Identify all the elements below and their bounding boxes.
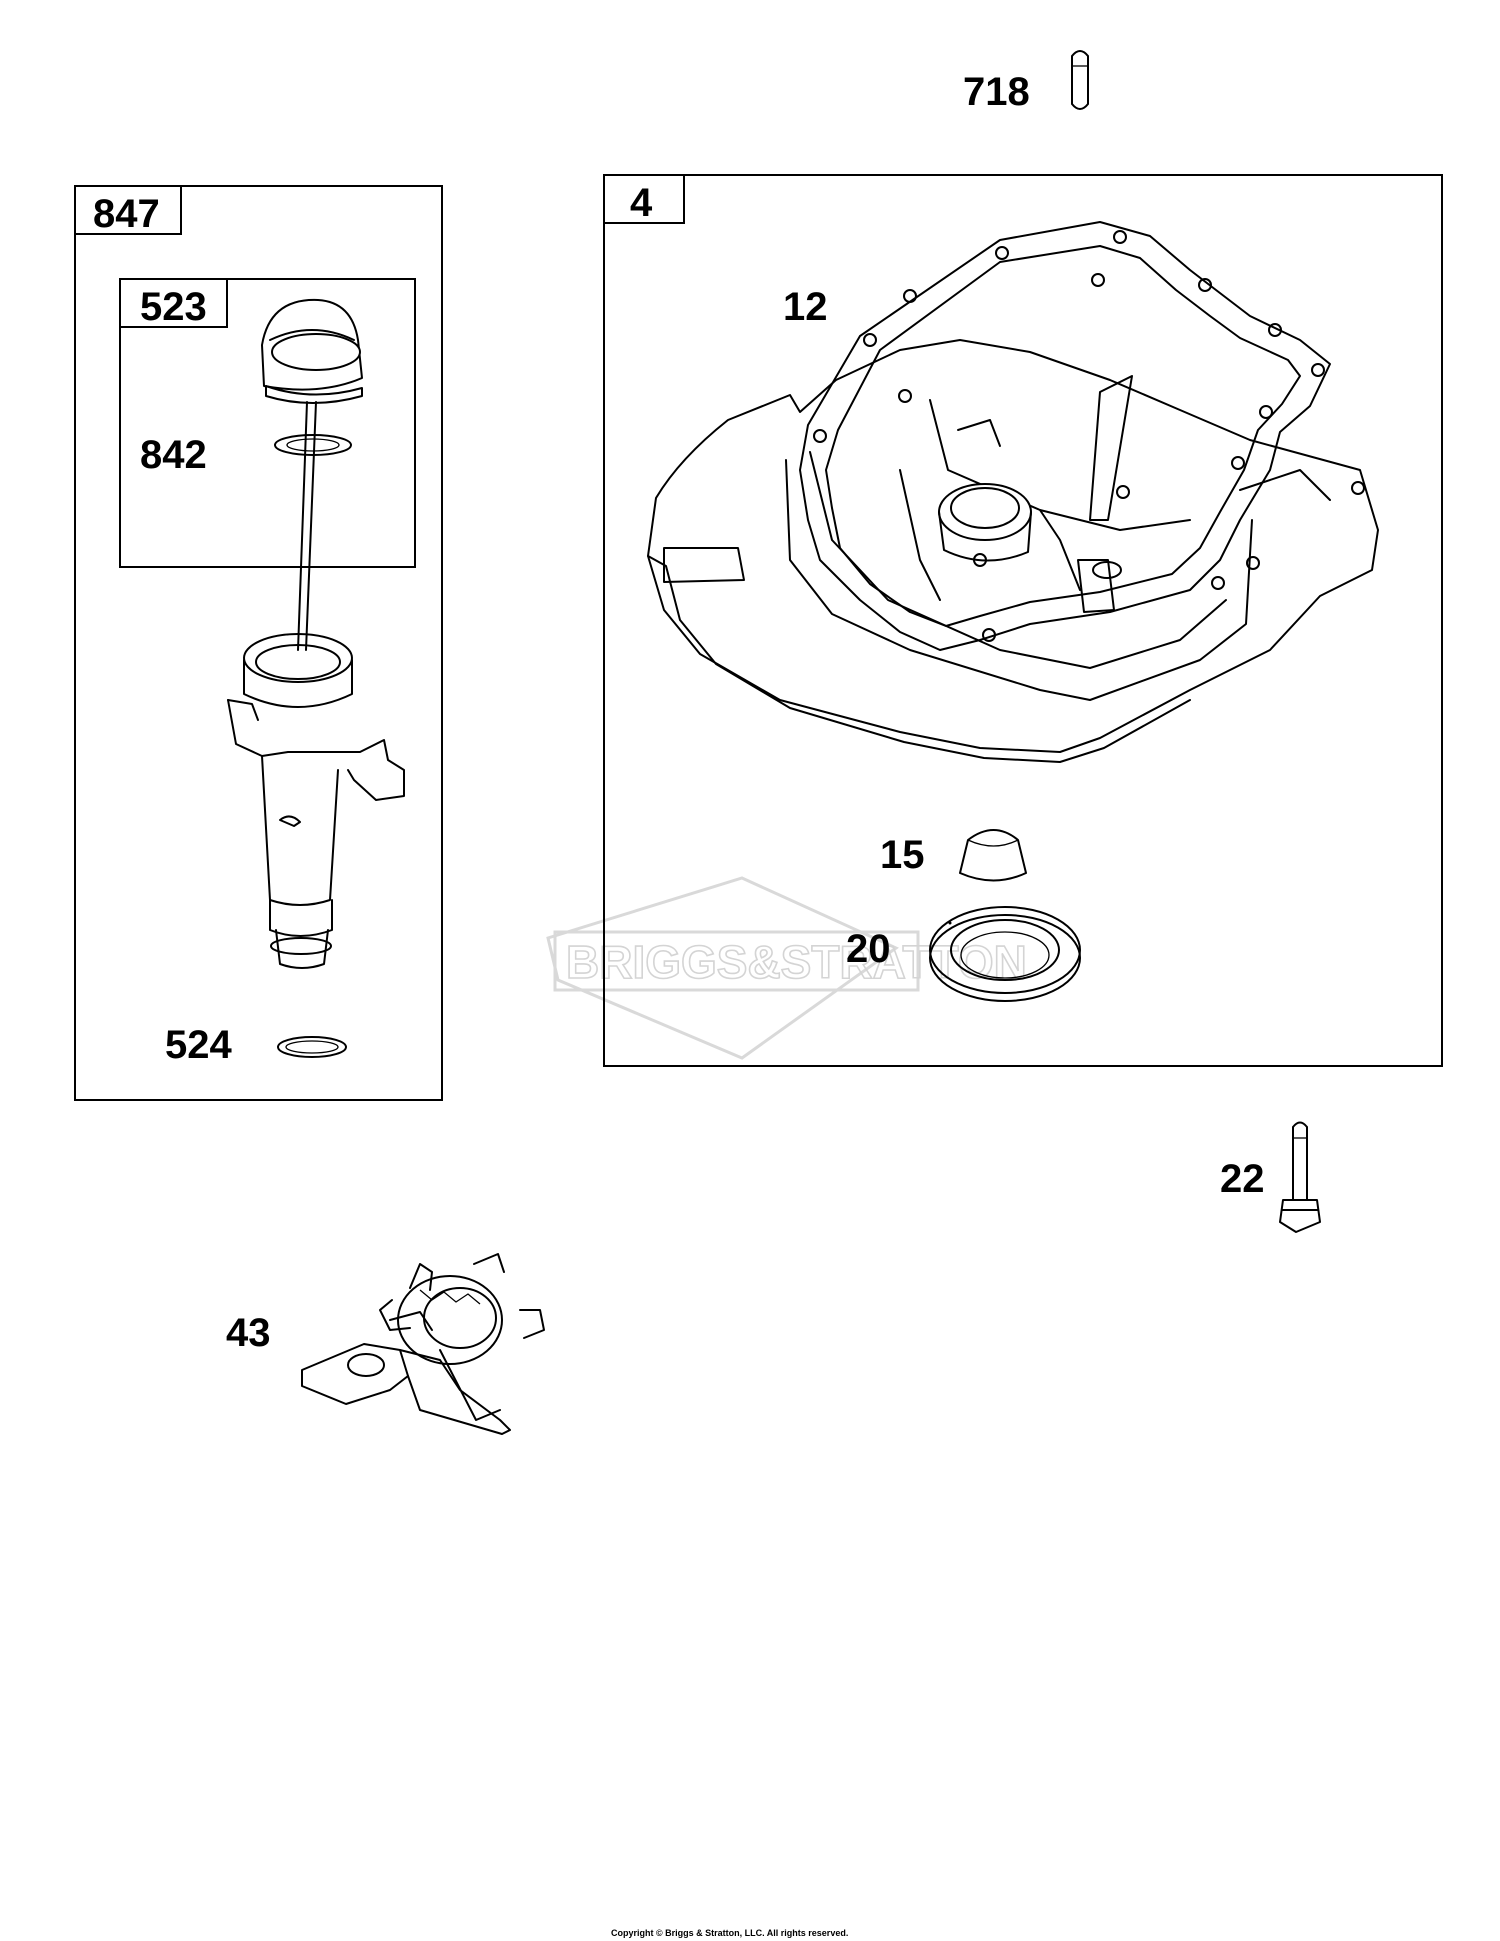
label-718: 718	[963, 70, 1030, 114]
part-22-flange-bolt[interactable]	[1279, 1121, 1321, 1233]
part-524-o-ring[interactable]	[277, 1036, 347, 1058]
label-524: 524	[165, 1023, 232, 1067]
part-718-dowel-pin[interactable]	[1071, 50, 1089, 110]
kit-4-box	[603, 174, 1443, 1067]
label-15: 15	[880, 833, 925, 877]
label-12: 12	[783, 285, 828, 329]
label-847: 847	[93, 192, 160, 236]
label-523: 523	[140, 285, 207, 329]
watermark-text: BRIGGS&STRATTON	[566, 936, 1027, 988]
label-842: 842	[140, 433, 207, 477]
part-12-gasket[interactable]	[799, 221, 1365, 651]
part-4-crankcase-cover[interactable]	[647, 339, 1379, 763]
kit-847-box	[74, 185, 443, 1101]
part-842-dipstick-cap[interactable]	[261, 298, 363, 456]
part-20-oil-seal[interactable]	[929, 906, 1081, 1002]
briggs-stratton-watermark: BRIGGS&STRATTON	[546, 876, 1028, 1060]
label-22: 22	[1220, 1157, 1265, 1201]
kit-523-box	[119, 278, 416, 568]
copyright-text: Copyright © Briggs & Stratton, LLC. All …	[611, 1928, 848, 1938]
dipstick-rod	[297, 401, 317, 651]
label-20: 20	[846, 927, 891, 971]
label-4: 4	[630, 181, 653, 225]
label-43: 43	[226, 1311, 271, 1355]
oil-fill-tube[interactable]	[227, 633, 405, 969]
part-43-governor-assembly[interactable]	[301, 1253, 545, 1435]
gasket-bolt-holes	[813, 230, 1365, 642]
part-15-plug[interactable]	[959, 829, 1027, 882]
